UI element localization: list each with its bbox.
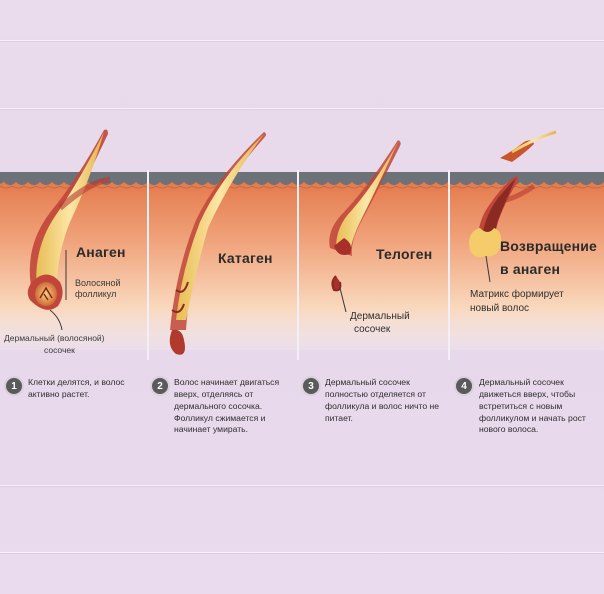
background-plank-line — [0, 485, 604, 486]
step-4-text: Дермальный сосочек движеться вверх, чтоб… — [479, 377, 586, 435]
anagen-hair-illustration — [27, 129, 111, 310]
stage-title-telogen: Телоген — [376, 246, 433, 262]
step-2-text: Волос начинает двигаться вверх, отделяяс… — [174, 377, 280, 435]
dermal-papilla-label-line2: сосочек — [44, 345, 75, 355]
step-4-badge: 4 — [456, 378, 472, 394]
step-1-text: Клетки делятся, и волос активно растет. — [28, 377, 125, 399]
stage-title-return-anagen-line1: Возвращение — [500, 238, 598, 254]
matrix-leader-line — [485, 255, 491, 283]
catagen-hair-illustration — [169, 132, 266, 355]
background-plank-line — [0, 552, 604, 553]
telogen-leader-line — [339, 287, 347, 313]
background-plank-line — [0, 40, 604, 41]
stage-title-return-anagen-line2: в анаген — [500, 261, 561, 277]
background-plank-line — [0, 108, 604, 109]
return-anagen-hair-illustration — [469, 130, 557, 258]
skin-layer — [0, 180, 604, 350]
matrix-label-line2: новый волос — [470, 303, 529, 314]
dermal-papilla-label-line1: Дермальный (волосяной) — [4, 333, 105, 343]
step-1-badge: 1 — [6, 378, 22, 394]
matrix-label-line1: Матрикс формирует — [470, 289, 564, 300]
step-3-badge: 3 — [303, 378, 319, 394]
stage-title-anagen: Анаген — [76, 244, 126, 260]
epidermis-layer — [0, 172, 604, 185]
panel-divider — [297, 170, 299, 360]
stage-title-catagen: Катаген — [218, 250, 273, 266]
panel-divider — [448, 170, 450, 360]
epidermis-wave-line — [0, 185, 604, 189]
telogen-hair-illustration — [329, 140, 401, 292]
step-3-text: Дермальный сосочек полностью отделяется … — [325, 377, 440, 423]
follicle-label: Волосяной фолликул — [75, 278, 121, 300]
telogen-papilla-label-line1: Дермальный — [350, 311, 410, 322]
papilla-leader-line — [49, 309, 63, 331]
panel-divider — [147, 170, 149, 360]
telogen-papilla-label-line2: сосочек — [354, 324, 391, 335]
step-2-badge: 2 — [152, 378, 168, 394]
